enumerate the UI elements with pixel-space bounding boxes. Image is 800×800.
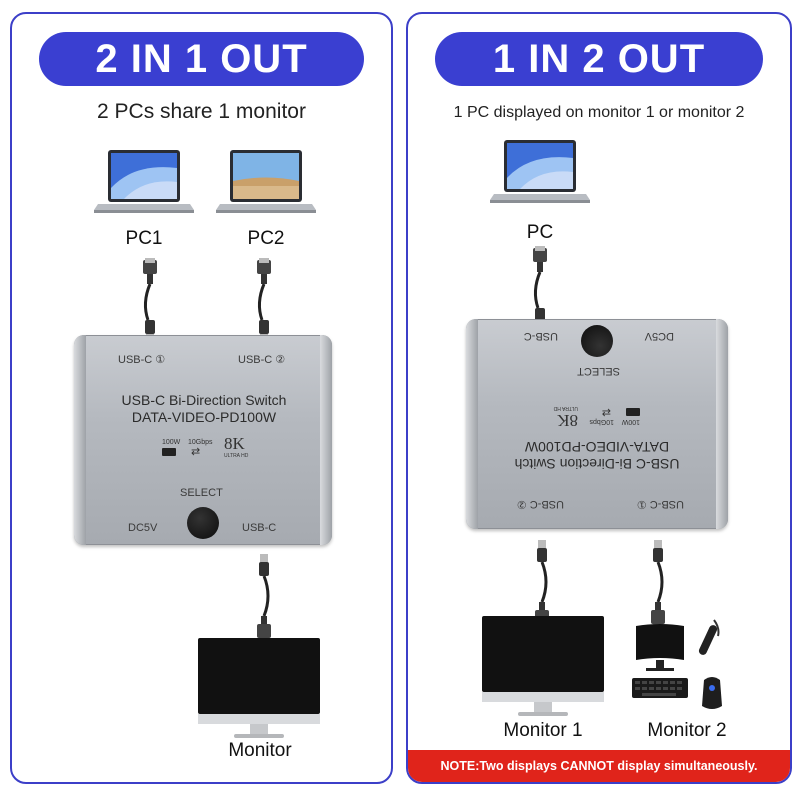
dc-port-label: DC5V: [644, 330, 674, 342]
usb-c-switch: USB-C ① USB-C ② USB-C Bi-Direction Switc…: [466, 319, 728, 529]
subtitle: 1 PC displayed on monitor 1 or monitor 2: [453, 104, 745, 121]
monitor-icon: [198, 638, 320, 738]
badge-res: 8K: [557, 411, 578, 430]
badge-res-sub: ULTRA HD: [553, 405, 578, 411]
pc1-label: PC1: [125, 228, 163, 249]
bidirection-arrows-icon: ⇄: [191, 446, 201, 458]
monitor2-label: Monitor 2: [647, 720, 727, 741]
monitor1-label: Monitor 1: [503, 720, 583, 741]
monitor2-peripherals-icon: [632, 619, 722, 709]
bidirection-arrows-icon: ⇄: [601, 406, 611, 418]
switch-title-line2: DATA-VIDEO-PD100W: [131, 409, 277, 425]
panel-1-in-2-out: 1 IN 2 OUT 1 PC displayed on monitor 1 o…: [406, 12, 792, 784]
cable-pc2-icon: [257, 258, 271, 342]
switch-title: USB-C Bi-Direction Switch DATA-VIDEO-PD1…: [104, 392, 304, 426]
badge-res: 8K: [224, 434, 245, 453]
switch-title: USB-C Bi-Direction Switch DATA-VIDEO-PD1…: [497, 438, 697, 472]
port1-label: USB-C ①: [118, 354, 166, 366]
badge-power: 100W: [621, 418, 640, 425]
select-button[interactable]: [187, 507, 219, 539]
battery-icon: [162, 448, 176, 456]
laptop-pc2-icon: [216, 150, 316, 213]
out-port-label: USB-C: [242, 522, 277, 534]
panel-2-in-1-out: 2 IN 1 OUT 2 PCs share 1 monitor PC1 PC2: [10, 12, 393, 784]
cable-monitor-icon: [257, 554, 271, 643]
select-label: SELECT: [577, 365, 620, 377]
switch-title-line1: USB-C Bi-Direction Switch: [121, 392, 287, 408]
badge-speed: 10Gbps: [188, 439, 213, 446]
monitor-label: Monitor: [228, 740, 292, 761]
title-pill: 1 IN 2 OUT: [435, 32, 763, 86]
cable-pc1-icon: [143, 258, 157, 342]
title-pill: 2 IN 1 OUT: [39, 32, 364, 86]
switch-title-line2: DATA-VIDEO-PD100W: [524, 439, 670, 455]
laptop-pc1-icon: [94, 150, 194, 213]
battery-icon: [626, 408, 640, 416]
cable-monitor2-icon: [651, 540, 665, 629]
switch-title-line1: USB-C Bi-Direction Switch: [514, 456, 680, 472]
usb-c-switch: USB-C ① USB-C ② USB-C Bi-Direction Switc…: [74, 335, 332, 545]
subtitle: 2 PCs share 1 monitor: [97, 100, 306, 123]
note-banner: NOTE:Two displays CANNOT display simulta…: [408, 750, 790, 782]
monitor1-icon: [482, 616, 604, 716]
switch-face-rotated: USB-C ① USB-C ② USB-C Bi-Direction Switc…: [466, 319, 728, 529]
pc2-label: PC2: [247, 228, 285, 249]
badge-speed: 10Gbps: [589, 418, 614, 425]
port2-label: USB-C ②: [516, 498, 564, 510]
badge-res-sub: ULTRA HD: [224, 453, 249, 459]
badge-power: 100W: [162, 439, 181, 446]
pc-label: PC: [526, 222, 554, 243]
port2-label: USB-C ②: [238, 354, 286, 366]
select-button[interactable]: [581, 325, 613, 357]
select-label: SELECT: [180, 487, 223, 499]
port1-label: USB-C ①: [636, 498, 684, 510]
dc-port-label: DC5V: [128, 522, 158, 534]
laptop-pc-icon: [490, 140, 590, 203]
out-port-label: USB-C: [523, 330, 558, 342]
